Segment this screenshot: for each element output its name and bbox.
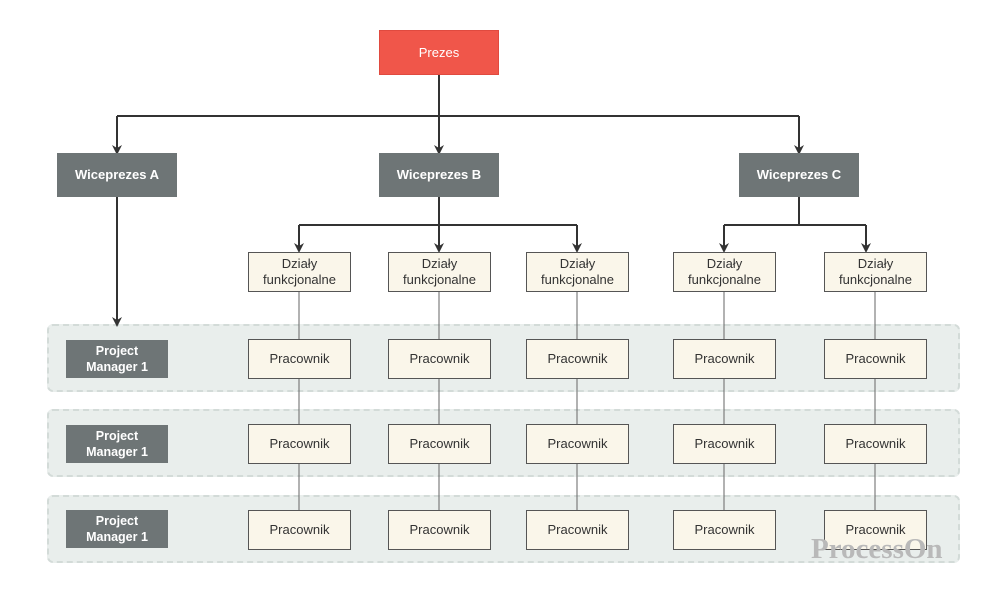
dept-3-line1: Działy: [559, 256, 596, 271]
node-wiceprezes-a[interactable]: Wiceprezes A: [57, 153, 177, 197]
node-worker-r1-c5[interactable]: Pracownik: [824, 339, 927, 379]
dept-1-line2: funkcjonalne: [263, 272, 336, 287]
pm-1-line1: Project: [95, 344, 139, 358]
node-worker-r3-c2[interactable]: Pracownik: [388, 510, 491, 550]
processon-logo: ProcessOn: [811, 533, 943, 565]
node-wiceprezes-b[interactable]: Wiceprezes B: [379, 153, 499, 197]
node-worker-r2-c1[interactable]: Pracownik: [248, 424, 351, 464]
node-worker-r3-c1[interactable]: Pracownik: [248, 510, 351, 550]
row-band-3: [47, 495, 960, 563]
node-worker-r2-c5[interactable]: Pracownik: [824, 424, 927, 464]
node-worker-r1-c1[interactable]: Pracownik: [248, 339, 351, 379]
pm-2-line2: Manager 1: [86, 445, 148, 459]
node-worker-r2-c3[interactable]: Pracownik: [526, 424, 629, 464]
dept-2-line2: funkcjonalne: [403, 272, 476, 287]
node-wiceprezes-c[interactable]: Wiceprezes C: [739, 153, 859, 197]
dept-5-line1: Działy: [857, 256, 894, 271]
node-worker-r1-c3[interactable]: Pracownik: [526, 339, 629, 379]
node-worker-r3-c4[interactable]: Pracownik: [673, 510, 776, 550]
pm-2-line1: Project: [95, 429, 139, 443]
node-worker-r1-c4[interactable]: Pracownik: [673, 339, 776, 379]
node-prezes[interactable]: Prezes: [379, 30, 499, 75]
pm-3-line1: Project: [95, 514, 139, 528]
node-worker-r2-c2[interactable]: Pracownik: [388, 424, 491, 464]
row-band-2: [47, 409, 960, 477]
dept-2-line1: Działy: [421, 256, 458, 271]
pm-1-line2: Manager 1: [86, 360, 148, 374]
node-worker-r3-c5[interactable]: Pracownik: [824, 510, 927, 550]
node-worker-r2-c4[interactable]: Pracownik: [673, 424, 776, 464]
row-band-1: [47, 324, 960, 392]
node-worker-r1-c2[interactable]: Pracownik: [388, 339, 491, 379]
dept-3-line2: funkcjonalne: [541, 272, 614, 287]
pm-3-line2: Manager 1: [86, 530, 148, 544]
dept-4-line1: Działy: [706, 256, 743, 271]
dept-1-line1: Działy: [281, 256, 318, 271]
dept-5-line2: funkcjonalne: [839, 272, 912, 287]
dept-4-line2: funkcjonalne: [688, 272, 761, 287]
node-worker-r3-c3[interactable]: Pracownik: [526, 510, 629, 550]
